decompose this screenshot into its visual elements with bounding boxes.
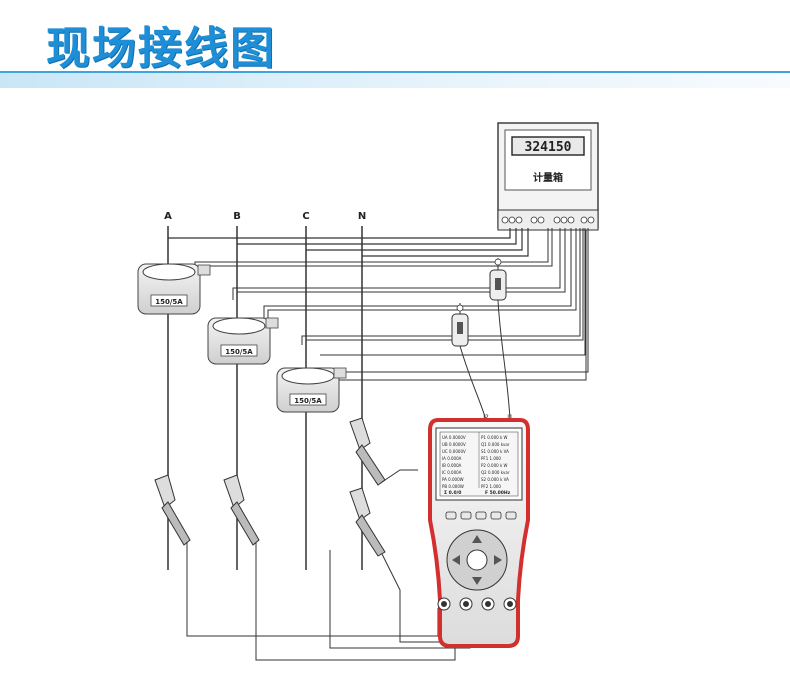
right-arrow-icon [494,555,502,565]
screen-right-column: P1 0.000 k W Q1 0.000 kvar S1 0.000 k VA… [481,435,510,489]
up-arrow-icon [472,535,482,543]
screen-row: P1 0.000 k W [481,435,508,440]
screen-row: S2 0.000 k VA [481,477,509,482]
clamp-leads [459,299,511,421]
ct-rating-label: 150/5A [155,298,183,306]
ct-secondary-wires [194,228,589,381]
screen-row: Q1 0.000 kvar [481,442,510,447]
screen-status: F 50.00Hz [485,490,511,496]
screen-row: IB 0.000A [442,463,462,468]
screen-row: PF2 1.000 [481,484,501,489]
meter-terminals [501,216,595,224]
navigation-pad[interactable] [446,529,508,591]
current-transformer-a: 150/5A [137,263,211,315]
screen-row: Q2 0.000 kvar [481,470,510,475]
page-title: 现场接线图 [46,23,276,74]
header: 现场接线图 [0,0,790,90]
phase-label-n: N [358,211,366,222]
clip-b [223,474,260,546]
phase-label-b: B [233,211,241,222]
ct-rating-label: 150/5A [294,397,322,405]
clip-n-lower [349,487,386,557]
meter-label: 计量箱 [533,171,563,184]
down-arrow-icon [472,577,482,585]
screen-row: UB 0.0000V [442,442,466,447]
meter-display [511,136,585,156]
input-jacks [437,597,517,611]
left-arrow-icon [452,555,460,565]
phase-label-a: A [164,211,172,222]
screen-row: IA 0.000A [442,456,462,461]
clamp-probe-1 [489,258,507,301]
screen-status: Σ 0.0/0 [444,490,461,496]
function-buttons [445,511,517,520]
function-button[interactable] [475,511,487,520]
voltage-wires [168,228,529,257]
lead-label-i2: I2 [483,414,489,421]
function-button[interactable] [505,511,517,520]
screen-row: S1 0.000 k VA [481,449,509,454]
alligator-clips [154,417,386,557]
clip-n-upper [349,417,386,486]
ok-button [466,549,488,571]
screen-row: PB 0.000W [442,484,464,489]
phase-label-c: C [302,211,309,222]
screen-row: PA 0.000W [442,477,464,482]
function-button[interactable] [445,511,457,520]
current-transformer-b: 150/5A [207,317,279,365]
clip-a [154,474,191,546]
meter-reading: 324150 [525,140,572,155]
header-band [0,73,790,88]
header-rule [0,71,790,73]
function-button[interactable] [490,511,502,520]
ct-rating-label: 150/5A [225,348,253,356]
screen-row: P2 0.000 k W [481,463,508,468]
screen-row: PF1 1.000 [481,456,501,461]
lead-label-i1: I1 [507,414,513,421]
clamp-probe-2 [451,303,469,347]
function-button[interactable] [460,511,472,520]
meter-box: 324150 计量箱 [497,122,599,231]
screen-row: UA 0.0000V [442,435,466,440]
tester-device: UA 0.0000V UB 0.0000V UC 0.0000V IA 0.00… [428,418,530,648]
screen-left-column: UA 0.0000V UB 0.0000V UC 0.0000V IA 0.00… [442,435,466,489]
screen-row: UC 0.0000V [442,449,466,454]
screen-row: IC 0.000A [442,470,462,475]
current-transformer-c: 150/5A [276,367,347,413]
